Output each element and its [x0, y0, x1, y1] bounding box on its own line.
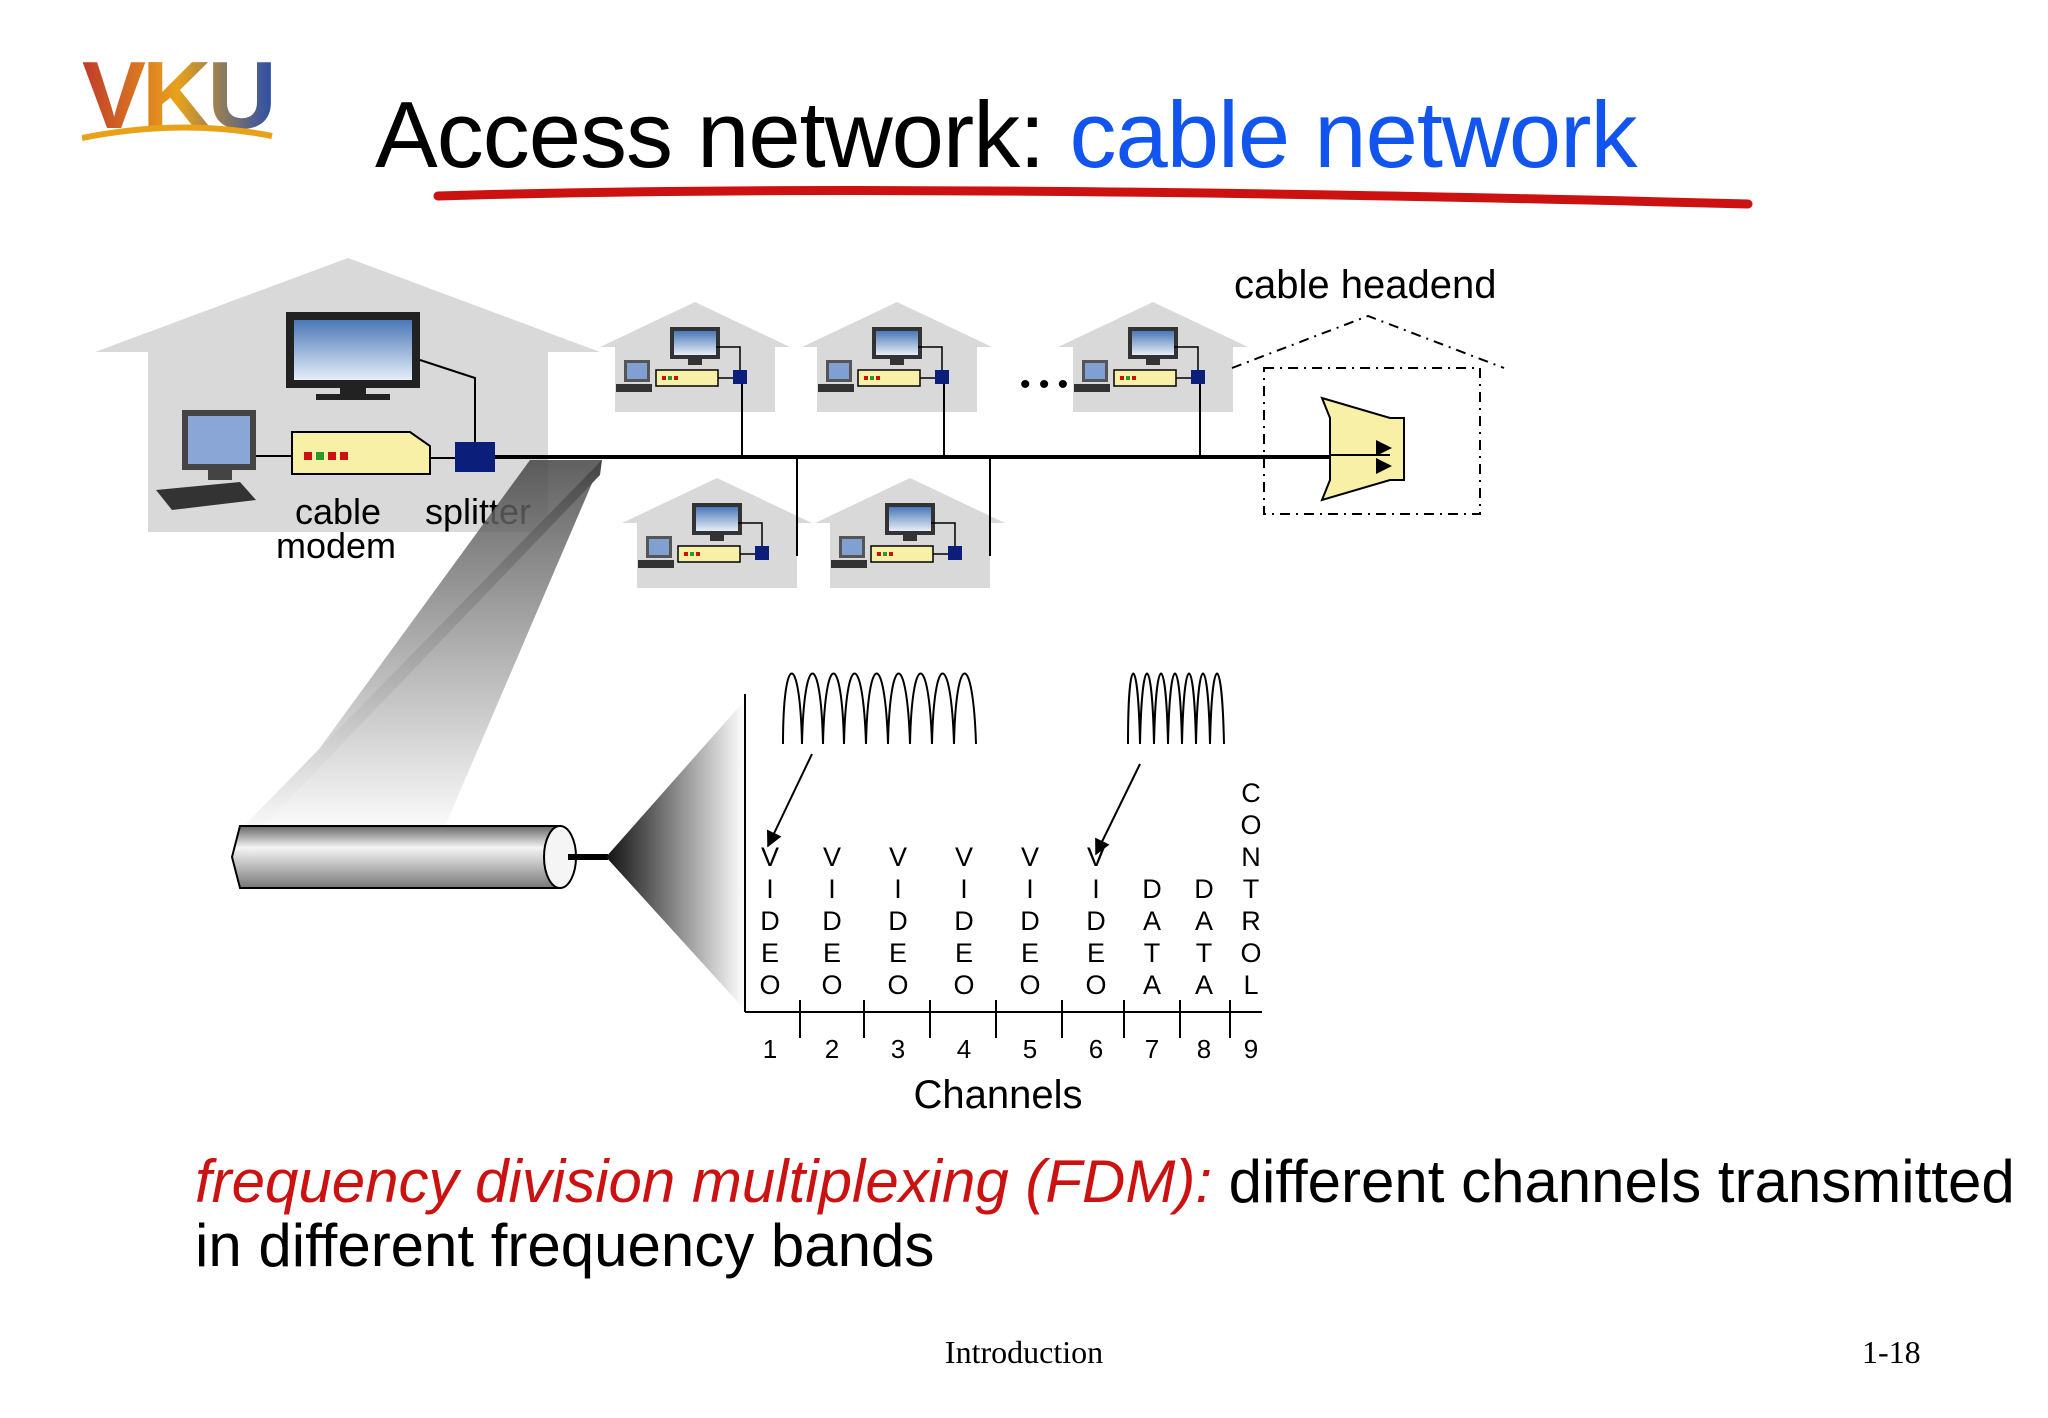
channel-letter: T	[1144, 938, 1161, 968]
neighbor-house	[801, 301, 993, 413]
channel-letter: I	[828, 874, 836, 904]
footer-section: Introduction	[944, 1334, 1104, 1370]
data-waveform	[1127, 672, 1225, 745]
page-title: Access network: cable network	[375, 88, 1637, 182]
channels-label: Channels	[913, 1073, 1082, 1117]
channel-letter: D	[1142, 874, 1162, 904]
channel-letter: O	[1240, 938, 1261, 968]
cable-label: cable	[295, 491, 381, 532]
channel-letter: V	[761, 842, 779, 872]
title-underline	[433, 186, 1753, 209]
channel-letter: V	[1021, 842, 1039, 872]
video-waveform	[782, 672, 977, 745]
channel-letter: E	[1021, 938, 1039, 968]
channel-letter: O	[759, 970, 780, 1000]
channel-letter: R	[1241, 906, 1261, 936]
channel-letter: I	[894, 874, 902, 904]
channel-letter: L	[1243, 970, 1258, 1000]
channel-letter: A	[1143, 906, 1161, 936]
channel-number: 5	[1023, 1034, 1037, 1064]
title-accent: cable network	[1069, 82, 1637, 187]
channel-letter: V	[889, 842, 907, 872]
channel-letter: O	[821, 970, 842, 1000]
channel-letter: O	[1240, 810, 1261, 840]
channel-letter: I	[960, 874, 968, 904]
channel-letter: A	[1195, 906, 1213, 936]
channel-letter: E	[889, 938, 907, 968]
channels: VIDEO1VIDEO2VIDEO3VIDEO4VIDEO5VIDEO6DATA…	[759, 778, 1261, 1064]
channel-letter: V	[823, 842, 841, 872]
channel-letter: D	[822, 906, 842, 936]
computer-icon	[156, 410, 256, 510]
video-arrow	[766, 753, 813, 848]
title-main: Access network:	[375, 82, 1070, 187]
fdm-line1: different channels transmitted	[1212, 1148, 2015, 1215]
channel-letter: D	[888, 906, 908, 936]
neighbor-house	[621, 477, 813, 589]
channel-letter: O	[1019, 970, 1040, 1000]
headend-label: cable headend	[1234, 263, 1496, 307]
channel-letter: T	[1196, 938, 1213, 968]
neighbor-house	[599, 301, 791, 413]
channel-letter: D	[954, 906, 974, 936]
channel-letter: E	[761, 938, 779, 968]
home-house	[95, 258, 600, 532]
channel-letter: O	[887, 970, 908, 1000]
channel-letter: I	[1026, 874, 1034, 904]
channel-number: 9	[1244, 1034, 1258, 1064]
channel-letter: E	[955, 938, 973, 968]
channel-letter: D	[1020, 906, 1040, 936]
channel-letter: I	[1092, 874, 1100, 904]
cable-modem-icon	[291, 431, 431, 475]
channel-number: 2	[825, 1034, 839, 1064]
splitter-icon	[455, 442, 495, 472]
channel-letter: E	[823, 938, 841, 968]
channel-letter: O	[953, 970, 974, 1000]
page-number: 1-18	[1862, 1334, 1921, 1370]
channel-number: 4	[957, 1034, 971, 1064]
vku-logo: VKU	[82, 48, 277, 148]
spectrum-beam	[606, 700, 745, 1010]
neighbor-house	[814, 477, 1006, 589]
channel-letter: D	[1086, 906, 1106, 936]
neighbor-house	[1057, 301, 1249, 413]
channel-number: 6	[1089, 1034, 1103, 1064]
channel-letter: A	[1195, 970, 1213, 1000]
coax-cable-icon	[230, 825, 608, 889]
channel-letter: N	[1241, 842, 1261, 872]
modem-label: modem	[276, 525, 396, 566]
channel-number: 1	[763, 1034, 777, 1064]
channel-letter: D	[1194, 874, 1214, 904]
channel-number: 7	[1145, 1034, 1159, 1064]
channel-letter: O	[1085, 970, 1106, 1000]
channel-letter: A	[1143, 970, 1161, 1000]
channel-letter: T	[1243, 874, 1260, 904]
fdm-line2: in different frequency bands	[195, 1212, 935, 1279]
channel-letter: V	[1087, 842, 1105, 872]
cable-headend	[1231, 314, 1505, 515]
channel-letter: E	[1087, 938, 1105, 968]
fdm-caption: frequency division multiplexing (FDM): d…	[195, 1150, 2015, 1278]
channel-number: 3	[891, 1034, 905, 1064]
channel-letter: D	[760, 906, 780, 936]
channel-letter: V	[955, 842, 973, 872]
channel-letter: C	[1241, 778, 1261, 808]
data-arrow	[1095, 763, 1141, 856]
ellipsis: • • •	[1020, 368, 1068, 401]
channel-letter: I	[766, 874, 774, 904]
fdm-term: frequency division multiplexing (FDM):	[195, 1148, 1213, 1215]
channel-number: 8	[1197, 1034, 1211, 1064]
